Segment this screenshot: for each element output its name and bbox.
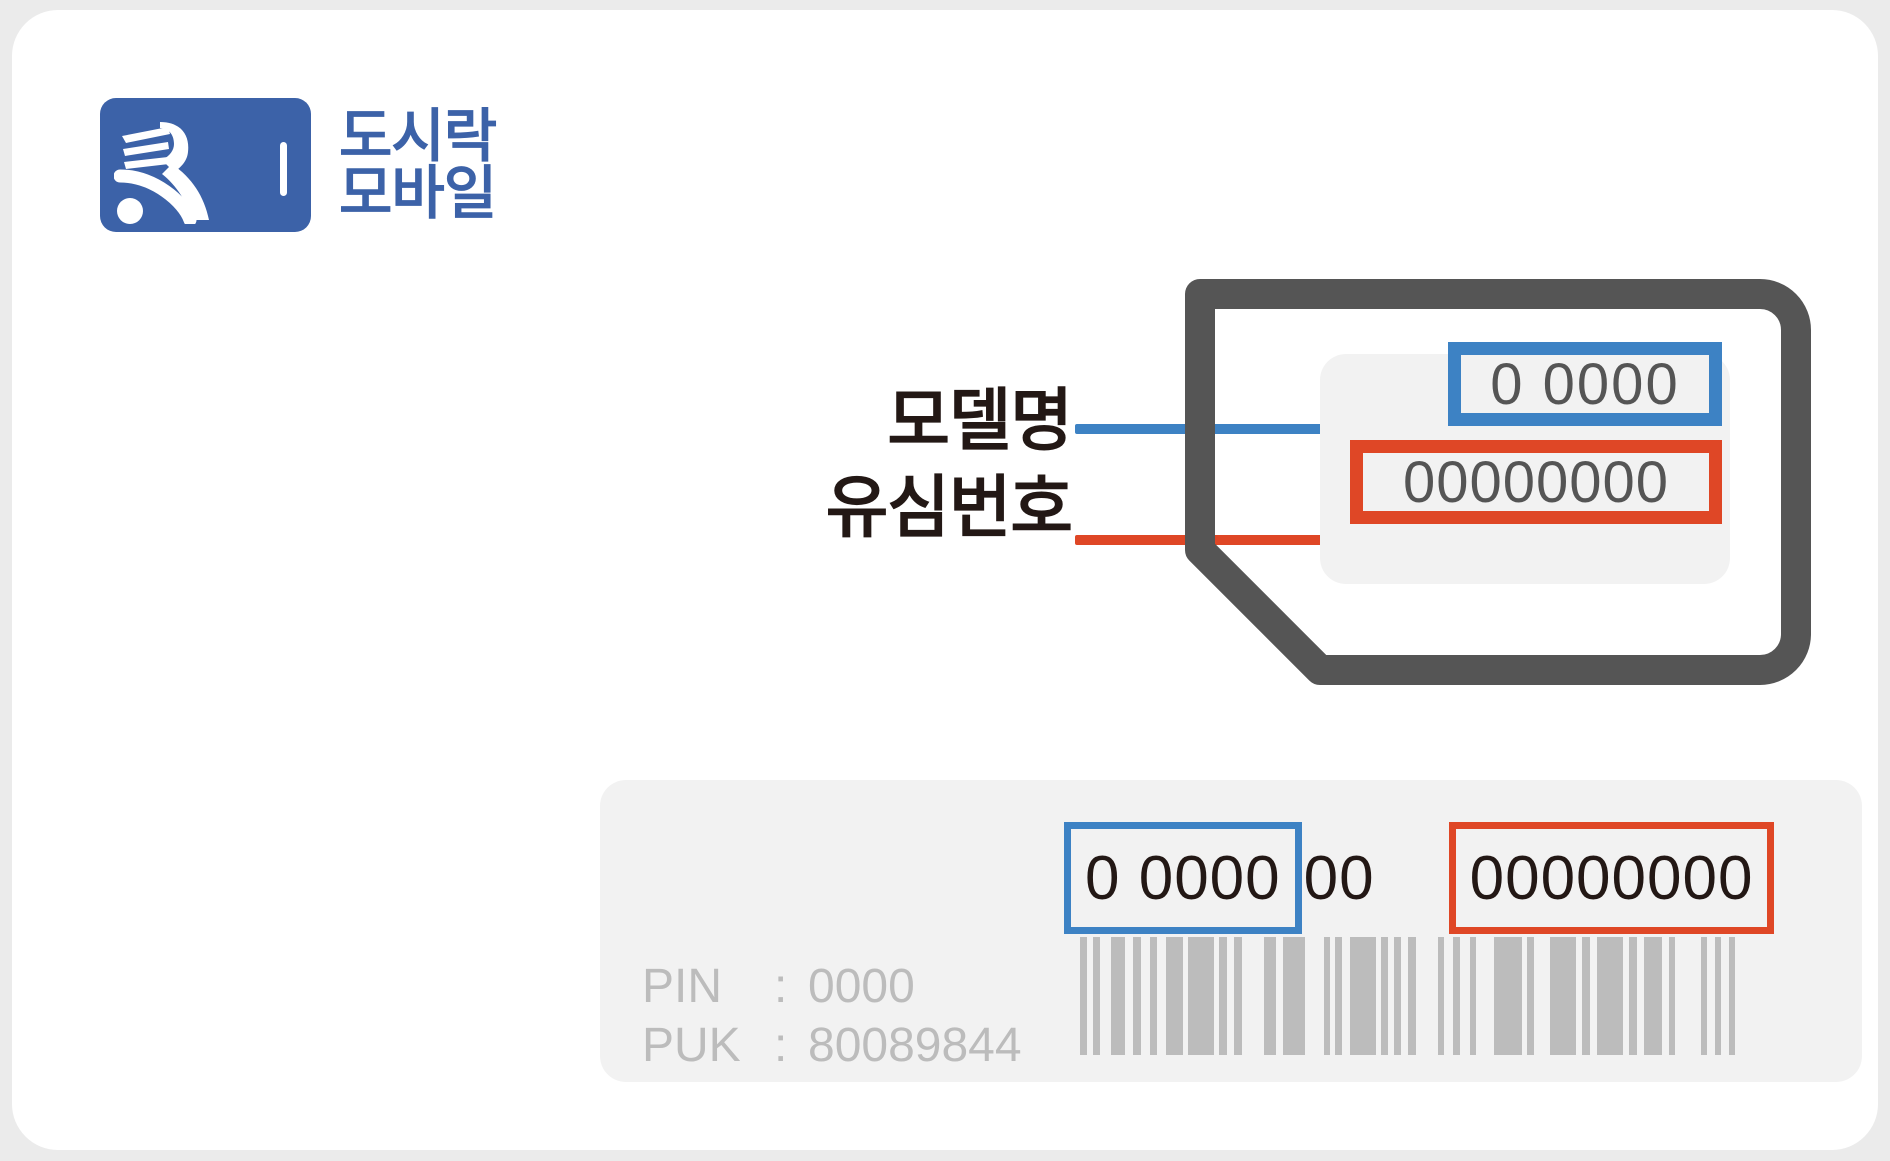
pin-separator: : [774,960,788,1013]
label-model-name: 모델명 [887,382,1073,461]
serial-middle-segment: 00 [1303,843,1375,913]
barcode-icon [1080,937,1810,1055]
sim-carrier-bottom-panel: 0 0000 00 00000000 PIN : 0000 PUK : 8008… [600,780,1862,1082]
white-card-surface: 도시락 모바일 모델명 유심번호 0 0000 00000000 0 0000 … [12,10,1878,1150]
fork-wifi-sim-icon [100,98,311,232]
sim-card-diagram: 0 0000 00000000 [1160,262,1860,702]
puk-label: PUK [642,1018,741,1072]
serial-usim-segment: 00000000 [1448,822,1775,934]
pin-value: 0000 [808,960,915,1013]
puk-value: 80089844 [808,1018,1022,1072]
label-usim-number: 유심번호 [825,469,1073,549]
model-value-box: 0 0000 [1448,342,1722,426]
serial-number-row: 0 0000 00 00000000 [1064,822,1775,934]
brand-logo: 도시락 모바일 [100,98,497,232]
puk-separator: : [774,1018,788,1072]
leader-line-model [1075,424,1453,434]
puk-line: PUK : 80089844 [642,1017,1022,1076]
diagram-labels: 모델명 유심번호 [612,378,1073,552]
pin-label: PIN [642,960,723,1013]
pin-puk-block: PIN : 0000 PUK : 80089844 [642,958,1022,1075]
brand-name: 도시락 모바일 [339,101,497,227]
usim-value-box: 00000000 [1350,440,1722,524]
pin-line: PIN : 0000 [642,958,1022,1017]
serial-model-segment: 0 0000 [1064,822,1302,934]
sim-contact-notch [280,142,287,196]
